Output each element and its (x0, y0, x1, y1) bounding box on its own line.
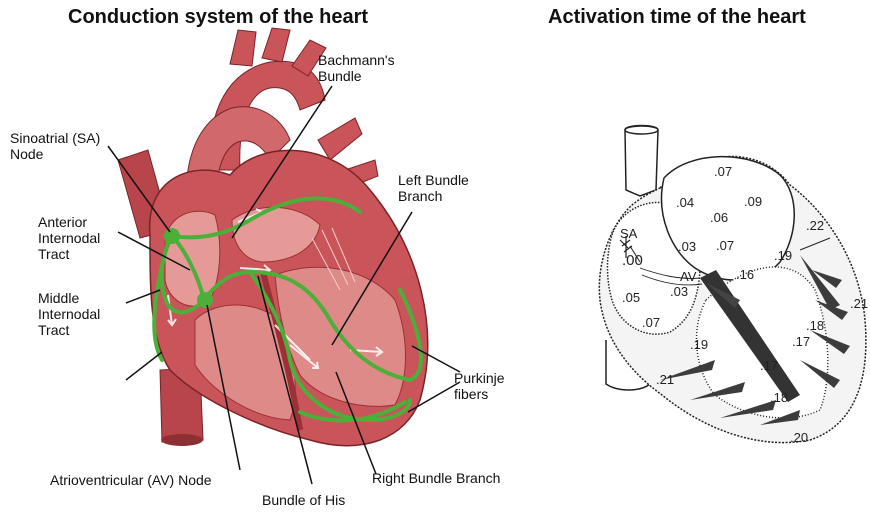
time-09: .09 (744, 194, 762, 209)
time-17-b: .17 (760, 358, 778, 373)
time-07-top: .07 (714, 164, 732, 179)
time-17-a: .17 (792, 334, 810, 349)
time-05: .05 (622, 290, 640, 305)
time-21-a: .21 (850, 296, 868, 311)
vessel-tube (625, 126, 658, 197)
time-16: .16 (736, 267, 754, 282)
time-07-mid: .07 (716, 238, 734, 253)
label-bachmann-bundle: Bachmann's Bundle (318, 52, 395, 84)
time-18-a: .18 (806, 318, 824, 333)
leader-posterior (126, 352, 162, 380)
label-right-bundle-branch: Right Bundle Branch (372, 470, 500, 486)
time-19-b: .19 (690, 337, 708, 352)
time-22: .22 (806, 218, 824, 233)
label-sa-node: Sinoatrial (SA) Node (10, 130, 100, 162)
time-04: .04 (676, 195, 694, 210)
av-label: AV (680, 269, 697, 284)
label-anterior-internodal-tract: Anterior Internodal Tract (38, 214, 100, 262)
sa-node-marker (164, 228, 180, 244)
time-18-b: .18 (770, 390, 788, 405)
label-av-node: Atrioventricular (AV) Node (50, 472, 212, 488)
label-bundle-of-his: Bundle of His (262, 492, 345, 508)
time-00: .00 (622, 252, 643, 269)
heart-illustration (108, 28, 460, 484)
time-03-av: .03 (670, 284, 688, 299)
time-21-b: .21 (656, 372, 674, 387)
time-03-top: .03 (678, 239, 696, 254)
label-middle-internodal-tract: Middle Internodal Tract (38, 290, 100, 338)
av-node-marker (197, 292, 213, 308)
time-06: .06 (710, 210, 728, 225)
label-purkinje-fibers: Purkinje fibers (454, 370, 505, 402)
time-19-a: .19 (774, 248, 792, 263)
activation-diagram (599, 126, 866, 443)
time-07-low: .07 (642, 315, 660, 330)
label-left-bundle-branch: Left Bundle Branch (398, 172, 469, 204)
time-20: .20 (790, 430, 808, 445)
sa-label: SA (620, 226, 638, 241)
